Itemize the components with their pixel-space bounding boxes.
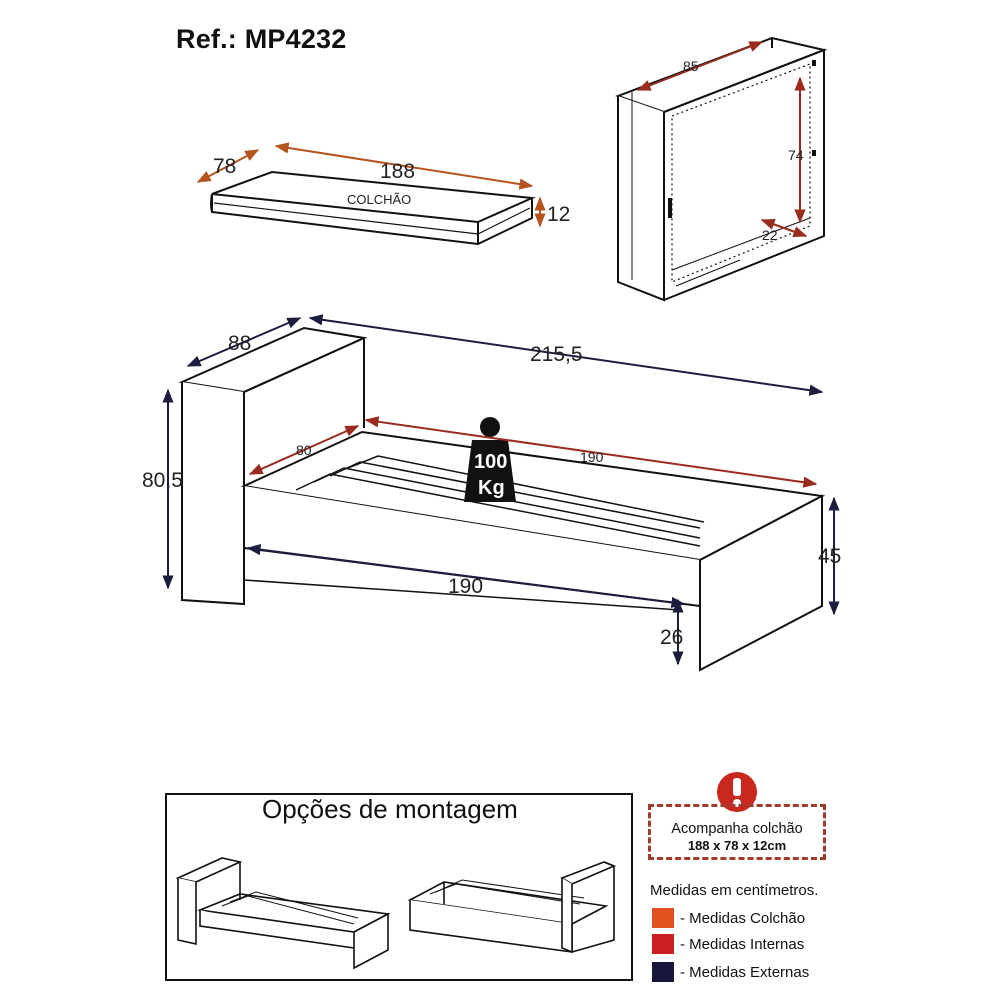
mattress-drawing xyxy=(210,170,536,246)
headboard-width-value: 85 xyxy=(683,58,699,74)
bed-total-length-value: 215,5 xyxy=(530,343,583,366)
load-value: 100 xyxy=(474,451,507,473)
legend-item-internal: - Medidas Internas xyxy=(652,934,804,954)
bed-clearance-value: 26 xyxy=(660,626,683,649)
reference-code: Ref.: MP4232 xyxy=(176,24,347,54)
legend-swatch-external xyxy=(652,962,674,982)
mattress-label: COLCHÃO xyxy=(347,192,411,207)
headboard-height-value: 74 xyxy=(788,147,804,163)
bed-inner-width-value: 80 xyxy=(296,442,312,458)
notice-line2: 188 x 78 x 12cm xyxy=(687,838,787,853)
legend-label-external: - Medidas Externas xyxy=(680,963,810,981)
notice-line1: Acompanha colchão xyxy=(671,821,803,837)
mattress-length-value: 188 xyxy=(380,160,415,183)
bed-inner-length-arrow xyxy=(364,416,818,488)
assembly-option-right xyxy=(407,861,617,954)
legend-swatch-mattress xyxy=(652,908,674,928)
headboard-width-arrow xyxy=(636,41,764,91)
bed-headboard-height-value: 80,5 xyxy=(142,469,183,492)
mattress-width-value: 78 xyxy=(213,155,236,178)
assembly-options-title: Opções de montagem xyxy=(262,794,518,824)
bed-inner-length-value: 190 xyxy=(580,449,604,465)
headboard-depth-value: 22 xyxy=(762,227,778,243)
mattress-width-arrow xyxy=(196,149,260,183)
bed-outer-length-value: 190 xyxy=(448,575,483,598)
bed-height-value: 45 xyxy=(818,545,841,568)
bed-total-length-arrow xyxy=(308,314,824,396)
mattress-height-value: 12 xyxy=(547,203,570,226)
bed-inner-width-arrow xyxy=(248,425,360,475)
bed-headboard-width-value: 88 xyxy=(228,332,251,355)
headboard-detail-drawing xyxy=(615,36,828,302)
legend-swatch-internal xyxy=(652,934,674,954)
legend-item-external: - Medidas Externas xyxy=(652,962,809,982)
mattress-length-arrow xyxy=(274,142,534,190)
units-note: Medidas em centímetros. xyxy=(650,882,819,899)
mattress-included-notice: Acompanha colchão 188 x 78 x 12cm xyxy=(648,804,826,860)
assembly-option-left xyxy=(175,857,391,970)
headboard-depth-arrow xyxy=(760,219,808,237)
bed-headboard-width-arrow xyxy=(186,317,302,367)
assembly-options-box xyxy=(165,793,633,981)
legend-label-mattress: - Medidas Colchão xyxy=(680,909,806,927)
legend-item-mattress: - Medidas Colchão xyxy=(652,908,805,928)
legend-label-internal: - Medidas Internas xyxy=(680,935,805,953)
bed-outer-length-arrow xyxy=(246,544,686,608)
load-unit: Kg xyxy=(478,477,505,499)
